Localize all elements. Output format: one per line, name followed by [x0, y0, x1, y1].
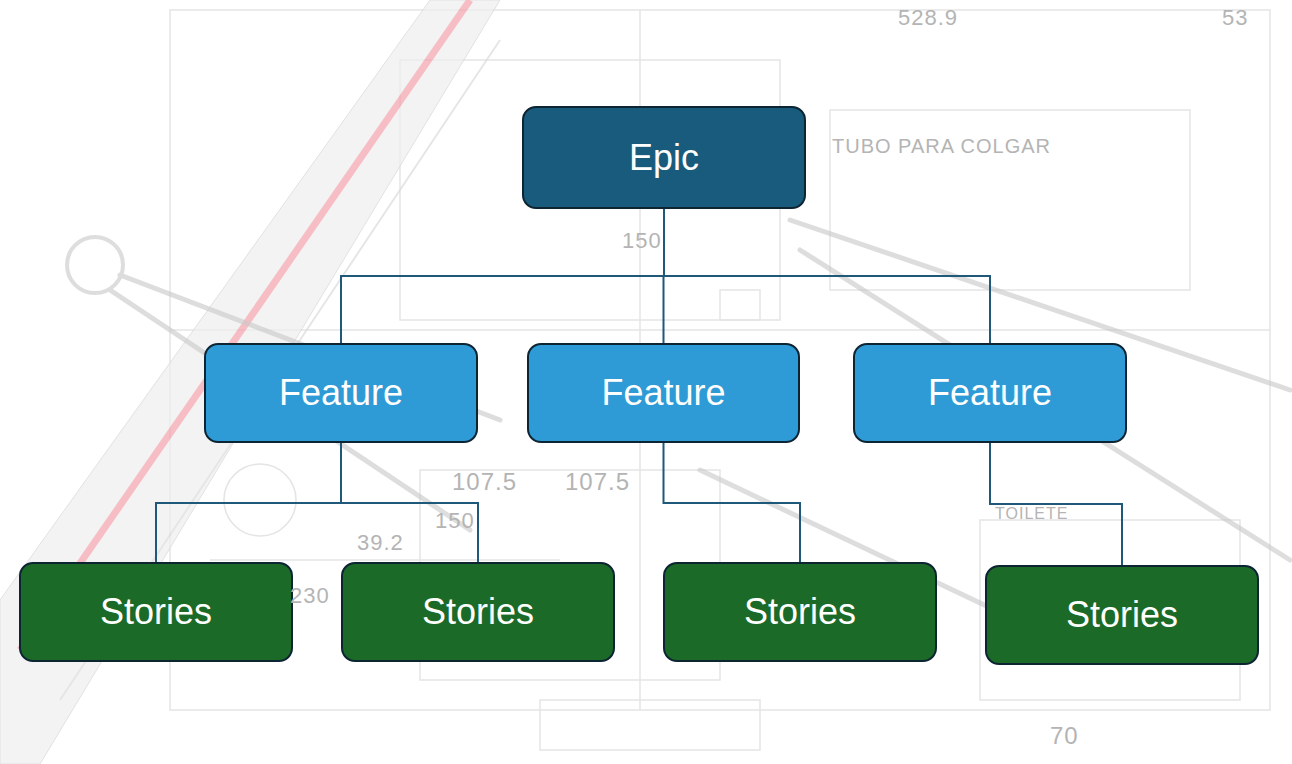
watermark-dimension: TOILETE: [995, 505, 1068, 523]
node-label: Epic: [629, 137, 699, 179]
tree-connector: [341, 209, 664, 343]
story-box: Stories: [985, 565, 1259, 665]
tree-connector: [990, 443, 1122, 565]
node-label: Stories: [744, 591, 856, 633]
node-label: Stories: [422, 591, 534, 633]
watermark-dimension: 53: [1222, 5, 1248, 31]
watermark-dimension: 39.2: [357, 530, 404, 556]
story-box: Stories: [663, 562, 937, 662]
watermark-dimension: 230: [290, 583, 330, 609]
story-box: Stories: [341, 562, 615, 662]
feature-box: Feature: [853, 343, 1127, 443]
story-box: Stories: [19, 562, 293, 662]
tree-connector: [156, 443, 341, 562]
epic-box: Epic: [522, 106, 806, 209]
node-label: Stories: [1066, 594, 1178, 636]
watermark-dimension: 150: [622, 228, 662, 254]
feature-box: Feature: [204, 343, 478, 443]
watermark-dimension: 528.9: [898, 5, 958, 31]
watermark-dimension: 107.5: [565, 468, 630, 496]
node-label: Feature: [928, 372, 1052, 414]
node-label: Feature: [601, 372, 725, 414]
tree-connector: [664, 209, 990, 343]
feature-box: Feature: [527, 343, 800, 443]
tree-connector: [664, 443, 801, 562]
tree-connector: [341, 443, 478, 562]
node-label: Feature: [279, 372, 403, 414]
node-label: Stories: [100, 591, 212, 633]
watermark-dimension: 107.5: [452, 468, 517, 496]
watermark-dimension: 150: [435, 508, 475, 534]
watermark-dimension: 70: [1050, 722, 1079, 750]
watermark-dimension: TUBO PARA COLGAR: [832, 135, 1051, 158]
